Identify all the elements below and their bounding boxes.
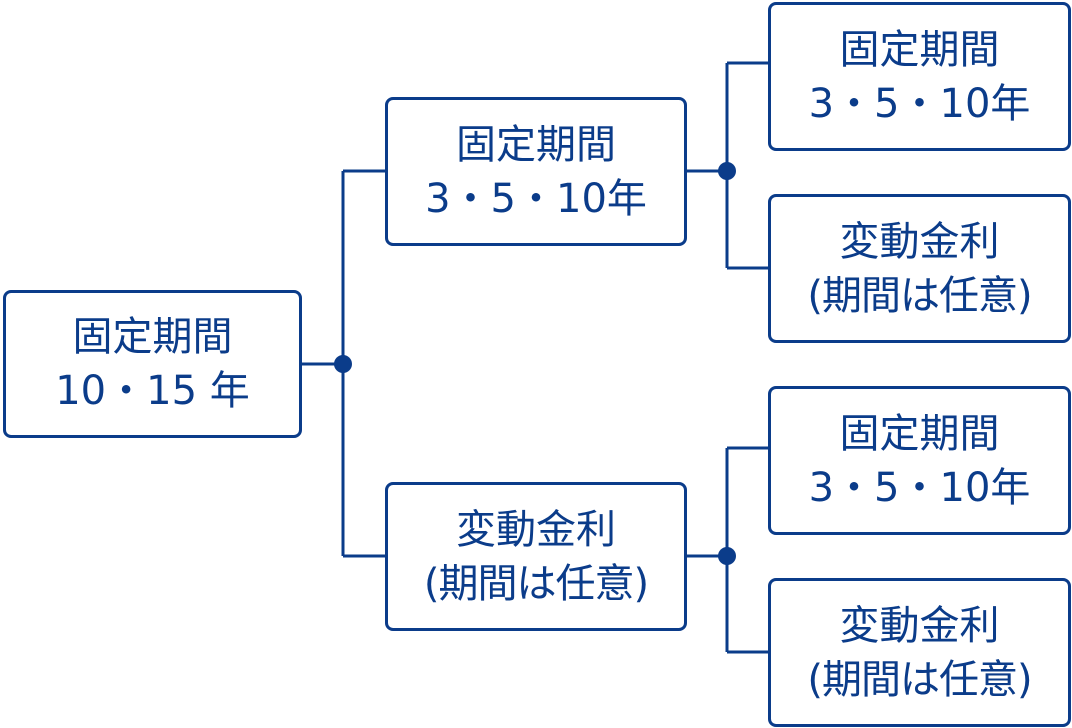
node-title: 変動金利 — [839, 602, 1000, 649]
node-subtitle: (期間は任意) — [807, 272, 1032, 319]
node-title: 固定期間 — [456, 121, 616, 168]
level2-node-variable-2: 変動金利 (期間は任意) — [768, 578, 1071, 727]
node-title: 変動金利 — [456, 506, 616, 553]
root-node: 固定期間 10・15 年 — [3, 290, 302, 438]
node-title: 固定期間 — [72, 314, 233, 360]
node-subtitle: 3・5・10年 — [808, 464, 1031, 511]
level1-node-variable: 変動金利 (期間は任意) — [385, 482, 687, 631]
node-title: 固定期間 — [839, 26, 1000, 73]
level2-node-fixed-2: 固定期間 3・5・10年 — [768, 386, 1071, 535]
node-title: 変動金利 — [839, 218, 1000, 265]
node-subtitle: 3・5・10年 — [425, 175, 647, 222]
node-title: 固定期間 — [839, 410, 1000, 457]
junction-dot-l1a — [718, 162, 736, 180]
level1-node-fixed: 固定期間 3・5・10年 — [385, 97, 687, 246]
level2-node-variable-1: 変動金利 (期間は任意) — [768, 194, 1071, 343]
node-subtitle: 10・15 年 — [55, 368, 250, 414]
node-subtitle: 3・5・10年 — [808, 80, 1031, 127]
node-subtitle: (期間は任意) — [423, 560, 649, 607]
node-subtitle: (期間は任意) — [807, 656, 1032, 703]
level2-node-fixed-1: 固定期間 3・5・10年 — [768, 2, 1071, 151]
junction-dot-l1b — [718, 547, 736, 565]
junction-dot-root — [334, 355, 352, 373]
